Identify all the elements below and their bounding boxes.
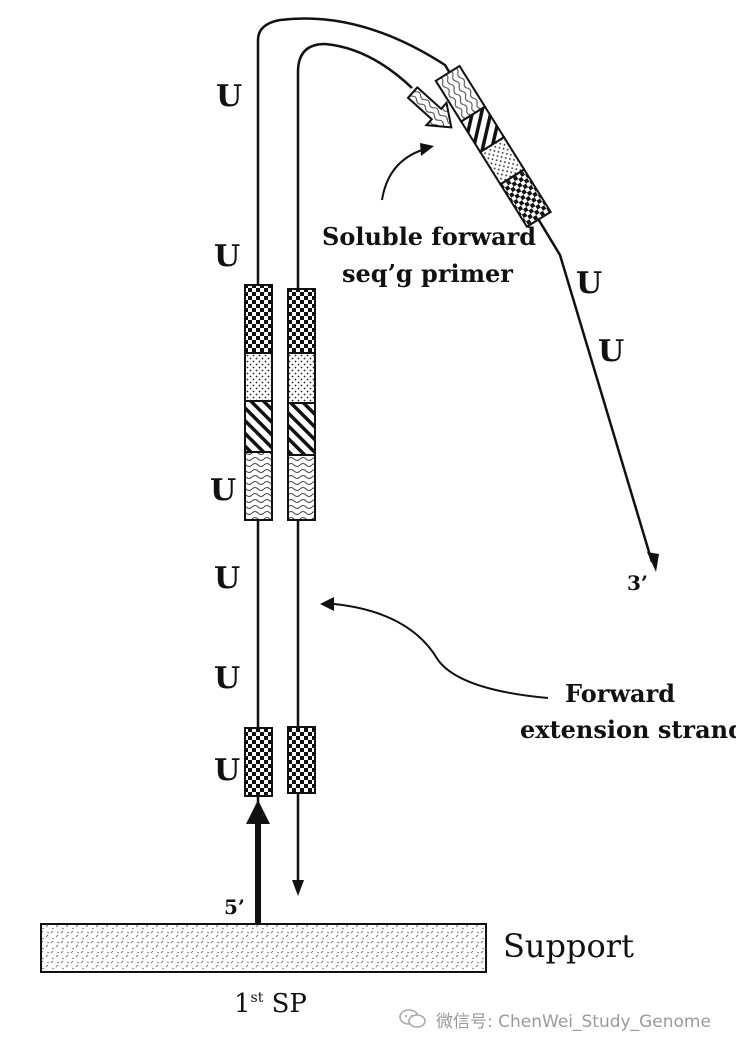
first-sp-label: 1st SP — [234, 989, 307, 1019]
u-label-8: U — [598, 334, 624, 369]
support-label: Support — [503, 927, 634, 965]
soluble-primer-pointer-head — [420, 143, 434, 156]
right-box-wave — [287, 454, 316, 521]
diag-box-checker — [499, 168, 553, 229]
u-label-7: U — [576, 266, 602, 301]
forward-extension-pointer-head — [320, 597, 334, 611]
u-label-5: U — [214, 661, 240, 696]
left-box-diagonal — [244, 400, 273, 453]
three-prime-arrow-head — [647, 552, 659, 572]
soluble-primer-label-line1: Soluble forward — [322, 222, 536, 251]
forward-extension-label-line2: extension strand — [520, 715, 736, 744]
forward-extension-pointer — [333, 603, 549, 699]
soluble-primer-pointer — [381, 149, 423, 201]
soluble-primer-arrow — [406, 85, 453, 129]
left-box-checker-bottom — [244, 727, 273, 797]
left-box-checker-top — [244, 284, 273, 354]
left-box-dots — [244, 352, 273, 402]
left-box-wave — [244, 451, 273, 521]
five-prime-label: 5’ — [224, 895, 245, 919]
right-box-diagonal — [287, 402, 316, 456]
right-box-dots — [287, 352, 316, 404]
first-strand-line — [256, 17, 654, 924]
forward-extension-label-line1: Forward — [565, 679, 675, 708]
anchor-arrow-head — [246, 800, 270, 824]
watermark-text: 微信号: ChenWei_Study_Genome — [436, 1011, 711, 1032]
u-label-4: U — [214, 561, 240, 596]
soluble-primer-label-line2: seq’g primer — [342, 259, 513, 288]
right-box-checker-top — [287, 288, 316, 354]
u-label-3: U — [210, 473, 236, 508]
u-label-2: U — [214, 239, 240, 274]
wechat-icon — [399, 1009, 426, 1028]
forward-extension-arrow-head — [292, 880, 304, 896]
support-block — [40, 923, 487, 973]
u-label-6: U — [214, 753, 240, 788]
forward-extension-line — [296, 42, 413, 880]
three-prime-label: 3’ — [627, 571, 648, 595]
u-label-1: U — [216, 79, 242, 114]
watermark: 微信号: ChenWei_Study_Genome — [398, 1004, 711, 1034]
right-box-checker-bottom — [287, 726, 316, 794]
